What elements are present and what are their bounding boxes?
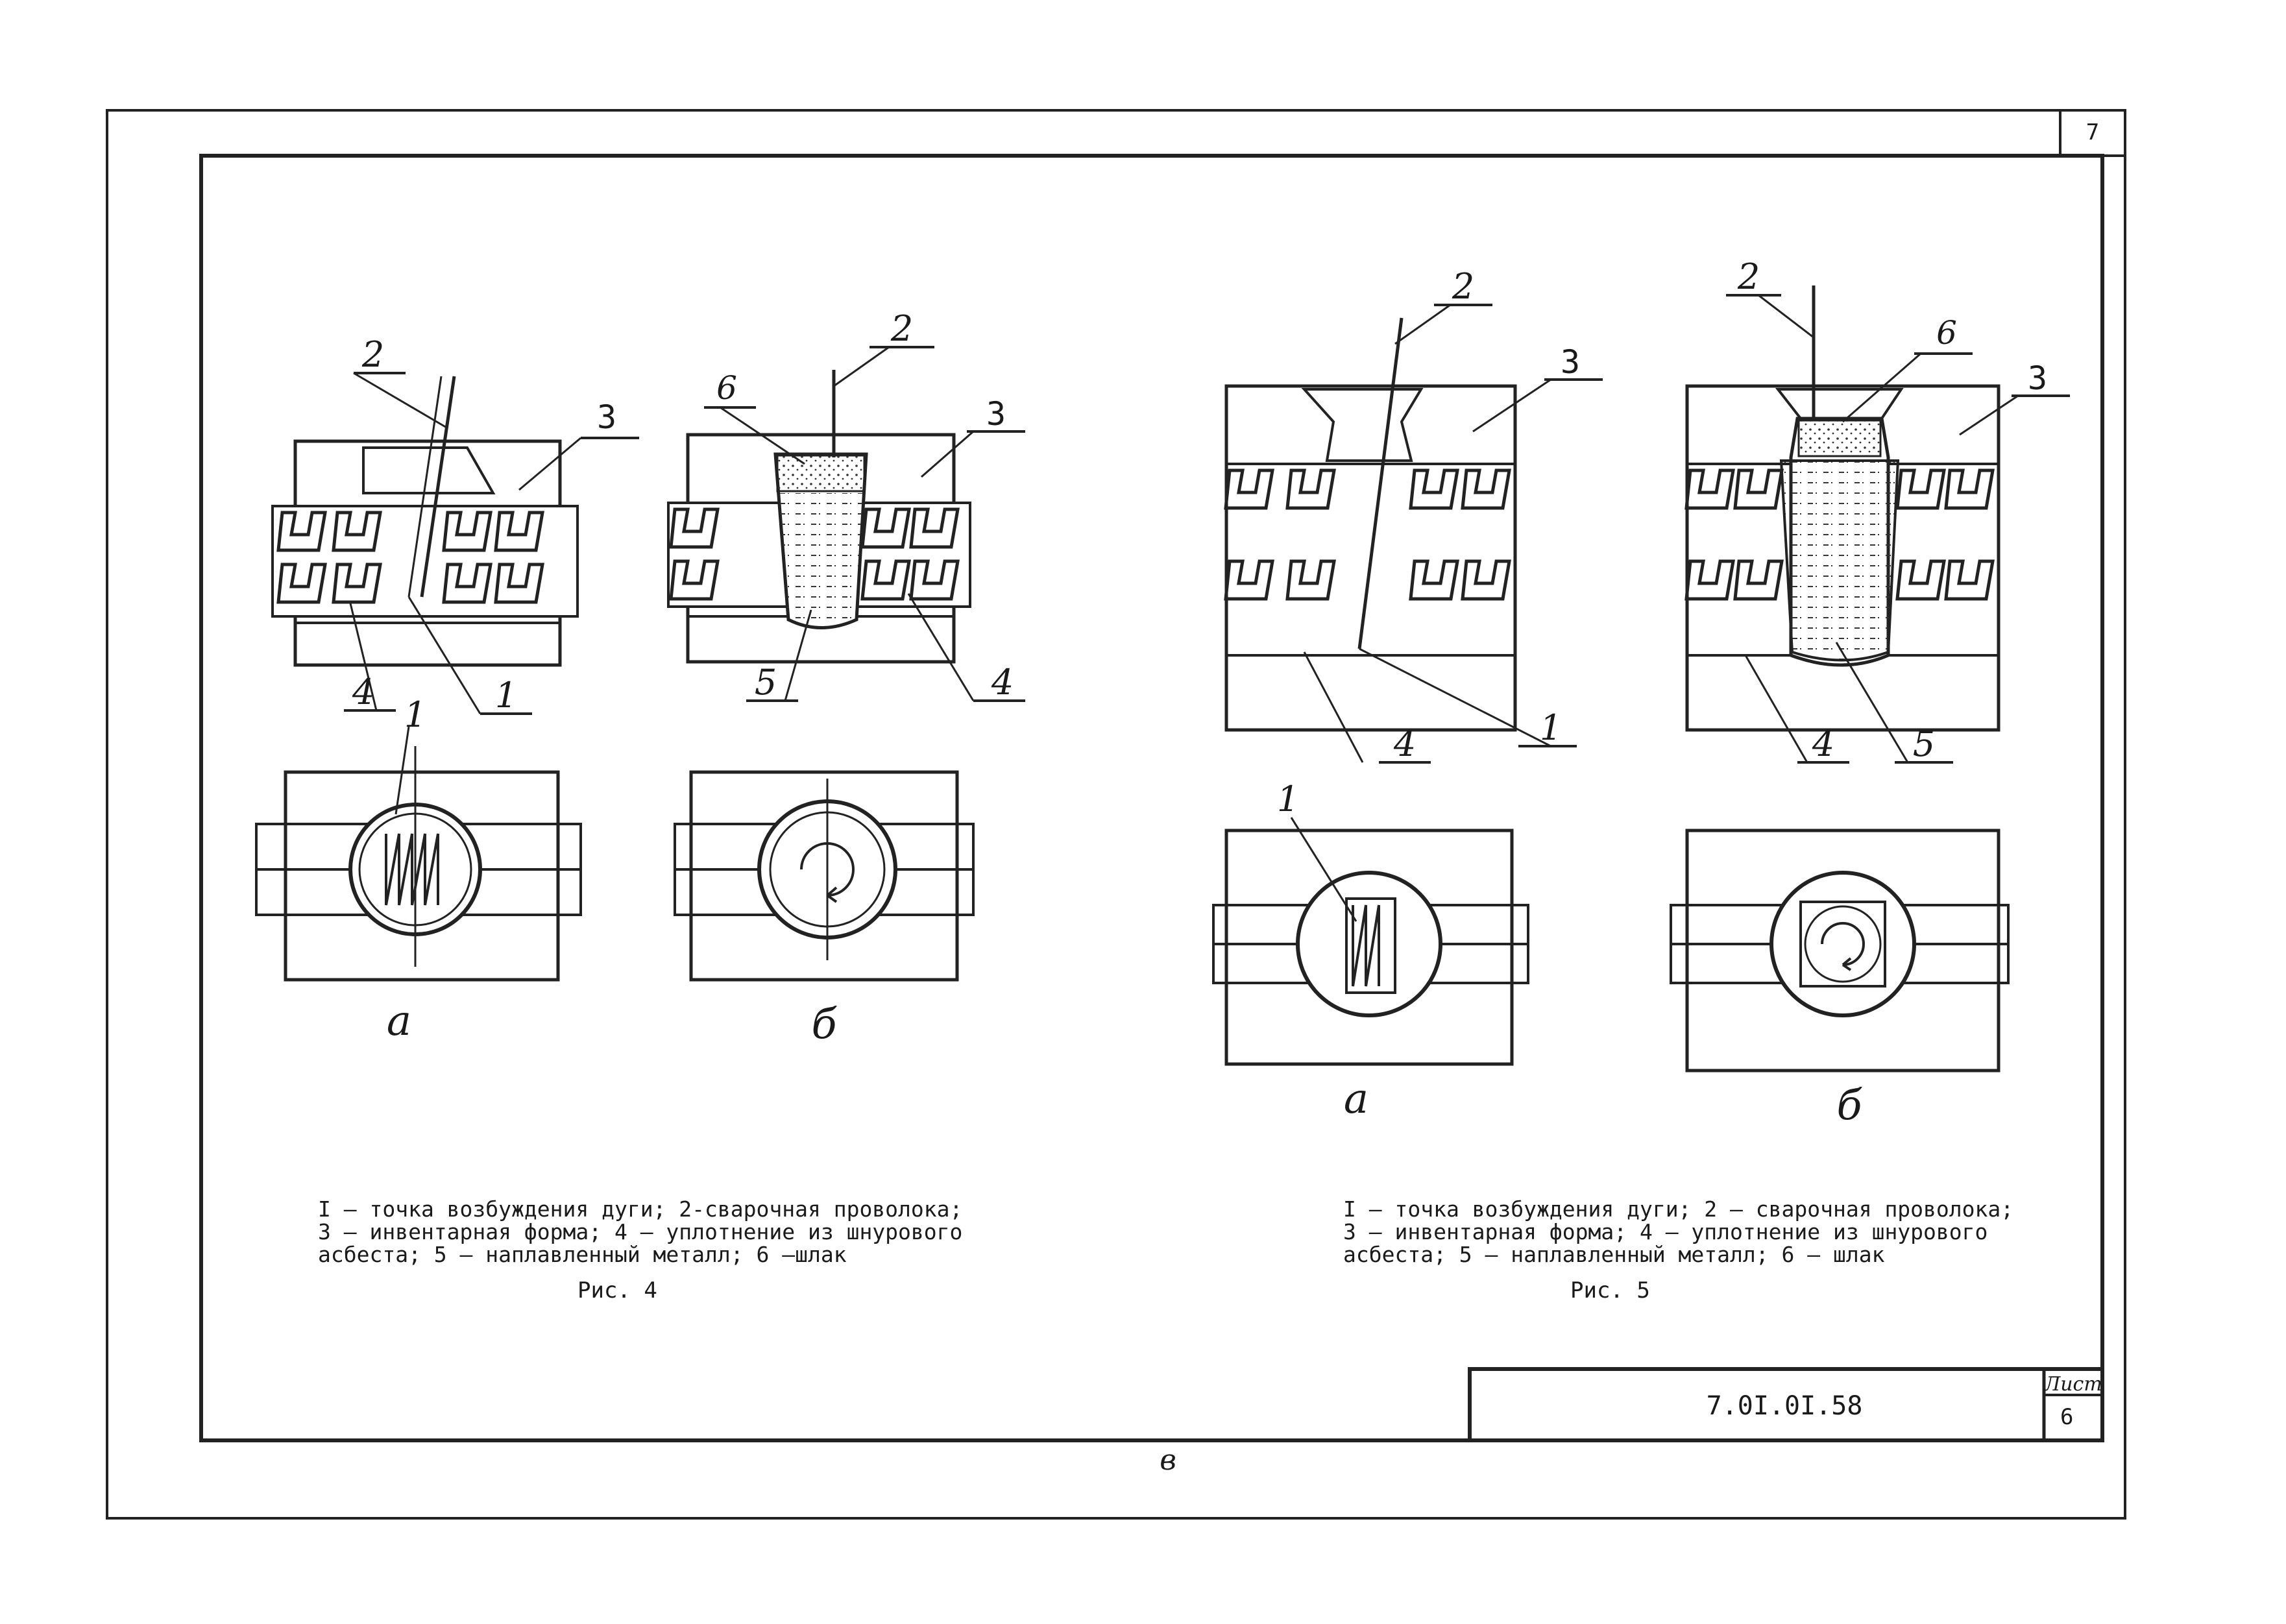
fig4-a-elevation: 2 3 4 1 <box>271 334 639 716</box>
fig4a-plan-label-1: 1 <box>404 694 426 735</box>
fig4-b-plan: б <box>674 770 975 1048</box>
fig5-caption-line3: асбеста; 5 – наплавленный металл; 6 – шл… <box>1343 1242 1885 1267</box>
fig4-caption-line1: I – точка возбуждения дуги; 2-сварочная … <box>318 1196 962 1222</box>
fig4-b-elevation: 2 6 3 5 4 <box>667 308 1025 703</box>
fig5a-label-4: 4 <box>1393 723 1416 764</box>
fig4a-label-1: 1 <box>495 675 517 716</box>
fig5-title: Рис. 5 <box>1570 1278 1650 1303</box>
fig5-variant-b: б <box>1836 1082 1862 1130</box>
inner-frame <box>199 154 2104 1442</box>
corner-number-box <box>2059 109 2126 157</box>
fig4b-label-5: 5 <box>755 662 777 703</box>
fig5a-label-3: 3 <box>1561 343 1580 381</box>
fig5b-label-4: 4 <box>1812 723 1834 764</box>
fig5-b-plan: б <box>1670 829 2010 1130</box>
fig4a-label-4: 4 <box>352 672 374 712</box>
fig4a-label-2: 2 <box>361 334 384 375</box>
figure-4: 2 3 4 1 1 а <box>255 308 1025 1303</box>
fig4b-label-2: 2 <box>890 308 913 349</box>
fig4a-label-3: 3 <box>597 398 616 436</box>
fig4-caption-line3: асбеста; 5 – наплавленный металл; 6 –шла… <box>318 1242 847 1267</box>
fig5-variant-a: а <box>1344 1075 1368 1123</box>
fig5a-plan-label-1: 1 <box>1277 779 1299 819</box>
fig5b-label-6: 6 <box>1936 314 1957 352</box>
title-block: Лист 6 7.0I.0I.58 <box>1468 1367 2104 1442</box>
fig5b-label-2: 2 <box>1737 256 1760 297</box>
fig5-b-elevation: 2 6 3 4 5 <box>1686 256 2070 764</box>
fig5-caption-line1: I – точка возбуждения дуги; 2 – сварочна… <box>1343 1196 2013 1222</box>
fig5-a-plan: 1 а <box>1212 779 1529 1123</box>
outer-frame <box>106 109 2126 1520</box>
corner-number: 7 <box>2086 119 2099 145</box>
figure-5: 2 3 4 1 1 а <box>1212 256 2070 1303</box>
bottom-mark: в <box>1160 1444 1176 1477</box>
fig4b-label-3: 3 <box>986 395 1006 433</box>
fig4-caption-line2: 3 – инвентарная форма; 4 – уплотнение из… <box>318 1219 962 1244</box>
sheet-label: Лист <box>2043 1373 2102 1396</box>
fig5a-label-1: 1 <box>1540 707 1562 748</box>
fig5a-label-2: 2 <box>1452 266 1474 307</box>
fig5-caption-line2: 3 – инвентарная форма; 4 – уплотнение из… <box>1343 1219 1988 1244</box>
doc-code: 7.0I.0I.58 <box>1707 1391 1863 1421</box>
fig4-variant-a: а <box>387 997 411 1045</box>
fig5-a-elevation: 2 3 4 1 <box>1226 266 1603 764</box>
fig5b-label-5: 5 <box>1913 723 1935 764</box>
fig4-a-plan: 1 а <box>255 694 582 1045</box>
fig4-title: Рис. 4 <box>578 1278 657 1303</box>
fig4b-label-4: 4 <box>991 662 1014 703</box>
fig5b-label-3: 3 <box>2028 359 2047 397</box>
fig4b-label-6: 6 <box>716 369 737 407</box>
fig4-variant-b: б <box>811 1000 837 1048</box>
sheet-number: 6 <box>2060 1404 2073 1430</box>
